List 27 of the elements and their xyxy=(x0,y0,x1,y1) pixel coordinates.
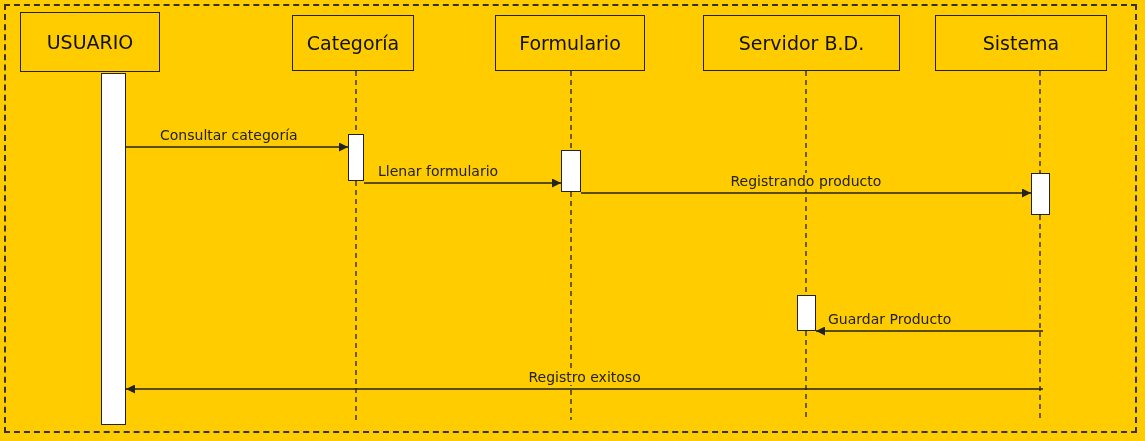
participant-name: Categoría xyxy=(306,32,400,54)
activation-bar xyxy=(348,134,364,181)
message-label: Guardar Producto xyxy=(826,311,954,327)
activation-bar xyxy=(561,150,581,192)
participant-box xyxy=(935,15,1107,71)
activation-bar xyxy=(1031,173,1050,215)
message-arrow xyxy=(580,188,1032,198)
participant-name: Sistema xyxy=(982,32,1060,54)
participant-name: USUARIO xyxy=(46,31,134,53)
participant-box xyxy=(495,15,645,71)
activation-bar xyxy=(101,73,126,425)
participant-box xyxy=(20,12,160,72)
message-arrow xyxy=(815,326,1044,336)
message-arrow xyxy=(363,178,562,188)
lifeline xyxy=(570,70,572,151)
message-label: Registro exitoso xyxy=(526,369,643,385)
message-arrow xyxy=(125,142,349,152)
participant-name: Servidor B.D. xyxy=(738,32,865,54)
activation-bar xyxy=(797,295,816,331)
lifeline xyxy=(1039,70,1041,174)
participant-box xyxy=(703,15,900,71)
participant-box xyxy=(292,15,414,71)
message-label: Consultar categoría xyxy=(158,127,300,143)
message-arrow xyxy=(125,384,1044,394)
message-label: Registrando producto xyxy=(728,173,884,189)
message-label: Llenar formulario xyxy=(376,163,501,179)
participant-name: Formulario xyxy=(519,32,621,54)
